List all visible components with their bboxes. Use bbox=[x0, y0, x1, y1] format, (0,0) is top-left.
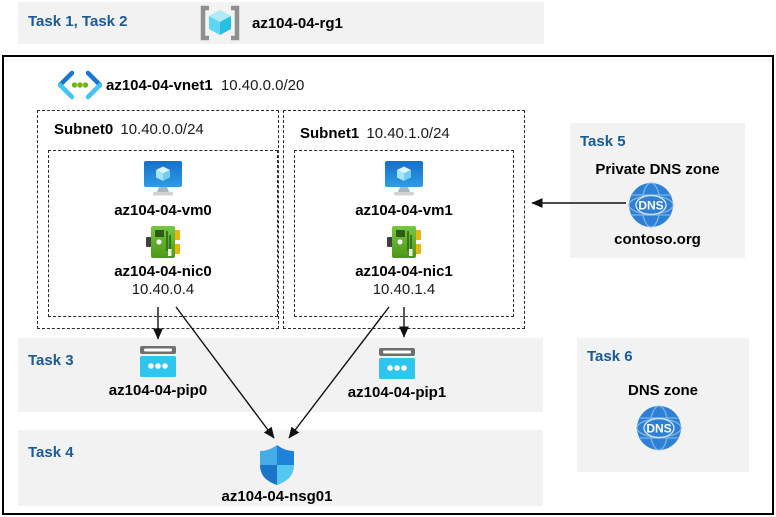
task3-band: Task 3 bbox=[18, 338, 543, 412]
nic0-icon bbox=[146, 226, 180, 258]
vnet-name: az104-04-vnet1 bbox=[106, 77, 213, 94]
vm0-icon bbox=[144, 161, 182, 196]
vm1-icon bbox=[385, 161, 423, 196]
pip0-label: az104-04-pip0 bbox=[108, 382, 208, 399]
nic0-label: az104-04-nic0 bbox=[114, 263, 212, 280]
nic1-ip: 10.40.1.4 bbox=[372, 281, 436, 298]
pip0-icon bbox=[140, 346, 176, 377]
private-dns-icon-text: DNS bbox=[638, 199, 663, 213]
subnet1-label: Subnet1 10.40.1.0/24 bbox=[300, 125, 450, 142]
resource-group-name: az104-04-rg1 bbox=[252, 15, 343, 32]
nic0-ip: 10.40.0.4 bbox=[131, 281, 195, 298]
private-dns-zone-name: contoso.org bbox=[614, 231, 701, 248]
pip1-icon bbox=[379, 348, 415, 379]
vnet-cidr: 10.40.0.0/20 bbox=[220, 77, 305, 94]
resource-group-icon bbox=[200, 5, 240, 41]
task1-2-band: Task 1, Task 2 az104-04-rg1 bbox=[18, 2, 544, 44]
task6-label: Task 6 bbox=[587, 348, 633, 365]
vnet-header: az104-04-vnet1 10.40.0.0/20 bbox=[106, 77, 304, 94]
task5-label: Task 5 bbox=[580, 133, 626, 150]
nic1-icon bbox=[387, 226, 421, 258]
vnet-icon bbox=[58, 70, 102, 100]
subnet0-name: Subnet0 bbox=[54, 121, 114, 138]
dns-zone-icon: DNS bbox=[636, 405, 682, 451]
private-dns-zone-title: Private DNS zone bbox=[595, 161, 720, 178]
private-dns-icon: DNS bbox=[628, 182, 674, 228]
subnet0-devices-box: az104-04-vm0 az104-04-nic0 10.40.0.4 bbox=[48, 150, 278, 317]
nsg-shield-icon bbox=[260, 445, 294, 485]
nic1-label: az104-04-nic1 bbox=[355, 263, 453, 280]
vm1-label: az104-04-vm1 bbox=[355, 202, 453, 219]
task1-2-label: Task 1, Task 2 bbox=[28, 13, 128, 30]
task3-label: Task 3 bbox=[28, 352, 74, 369]
pip1-label: az104-04-pip1 bbox=[347, 384, 447, 401]
pip1-block: az104-04-pip1 bbox=[342, 348, 452, 401]
subnet0-cidr: 10.40.0.0/24 bbox=[120, 121, 204, 138]
subnet1-devices-box: az104-04-vm1 az104-04-nic1 10.40.1.4 bbox=[294, 150, 514, 317]
nsg-label: az104-04-nsg01 bbox=[221, 488, 333, 505]
dns-zone-icon-text: DNS bbox=[646, 422, 671, 436]
subnet0-label: Subnet0 10.40.0.0/24 bbox=[54, 121, 204, 138]
task6-box: Task 6 DNS zone DNS bbox=[577, 338, 749, 472]
vm0-label: az104-04-vm0 bbox=[114, 202, 212, 219]
dns-zone-title: DNS zone bbox=[627, 382, 698, 399]
subnet1-name: Subnet1 bbox=[300, 125, 360, 142]
task5-box: Task 5 Private DNS zone DNS contoso.org bbox=[570, 123, 745, 258]
task4-label: Task 4 bbox=[28, 444, 74, 461]
pip0-block: az104-04-pip0 bbox=[103, 346, 213, 399]
subnet1-cidr: 10.40.1.0/24 bbox=[366, 125, 450, 142]
